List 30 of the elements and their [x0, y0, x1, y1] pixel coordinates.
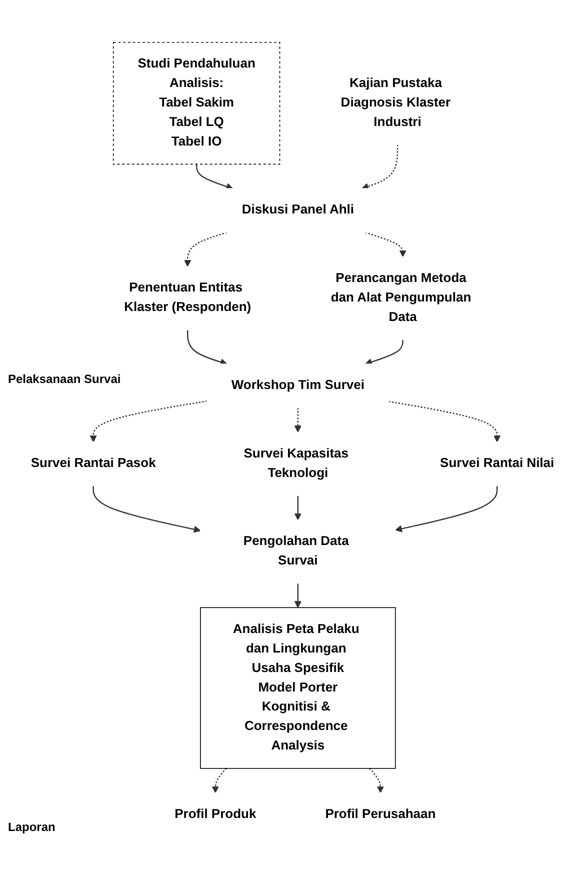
node-text: Penentuan Entitas Klaster (Responden): [124, 281, 252, 314]
arrow: [90, 400, 208, 442]
arrow: [92, 486, 201, 533]
node-box: Analisis Peta Pelaku dan Lingkungan Usaha Spesifik Model Porter Kognitisi & Correspondence Analysis: [200, 607, 396, 769]
node-text: Perancangan Metoda dan Alat Pengumpulan Data: [330, 271, 472, 324]
node-text: Kajian Pustaka Diagnosis Klaster Industri: [340, 76, 451, 130]
node-text: Workshop Tim Survei: [231, 378, 364, 392]
arrow: [187, 330, 228, 366]
node-text: Survei Rantai Nilai: [440, 456, 554, 470]
arrow: [294, 583, 302, 608]
arrow: [212, 768, 227, 794]
arrow: [388, 400, 501, 442]
node-box: Studi Pendahuluan Analisis: Tabel Sakim Tabel LQ Tabel IO: [112, 42, 280, 165]
arrow: [294, 408, 302, 433]
arrow: [294, 496, 302, 520]
arrow: [365, 340, 404, 366]
node-text: Profil Produk: [174, 807, 256, 822]
arrow: [184, 232, 228, 267]
note-label: Pelaksanaan Survai: [8, 372, 121, 386]
node-text: Diskusi Panel Ahli: [242, 203, 354, 217]
arrow: [395, 486, 498, 532]
arrow: [196, 164, 234, 190]
node-text: Survei Rantai Pasok: [30, 456, 156, 470]
node-text: Pengolahan Data Survai: [243, 534, 349, 568]
note-label: Laporan: [8, 820, 56, 834]
arrow: [365, 232, 406, 258]
arrow: [369, 768, 384, 794]
arrow: [362, 144, 398, 190]
node-text: Profil Perusahaan: [325, 807, 436, 822]
node-text: Survei Kapasitas Teknologi: [244, 446, 348, 480]
